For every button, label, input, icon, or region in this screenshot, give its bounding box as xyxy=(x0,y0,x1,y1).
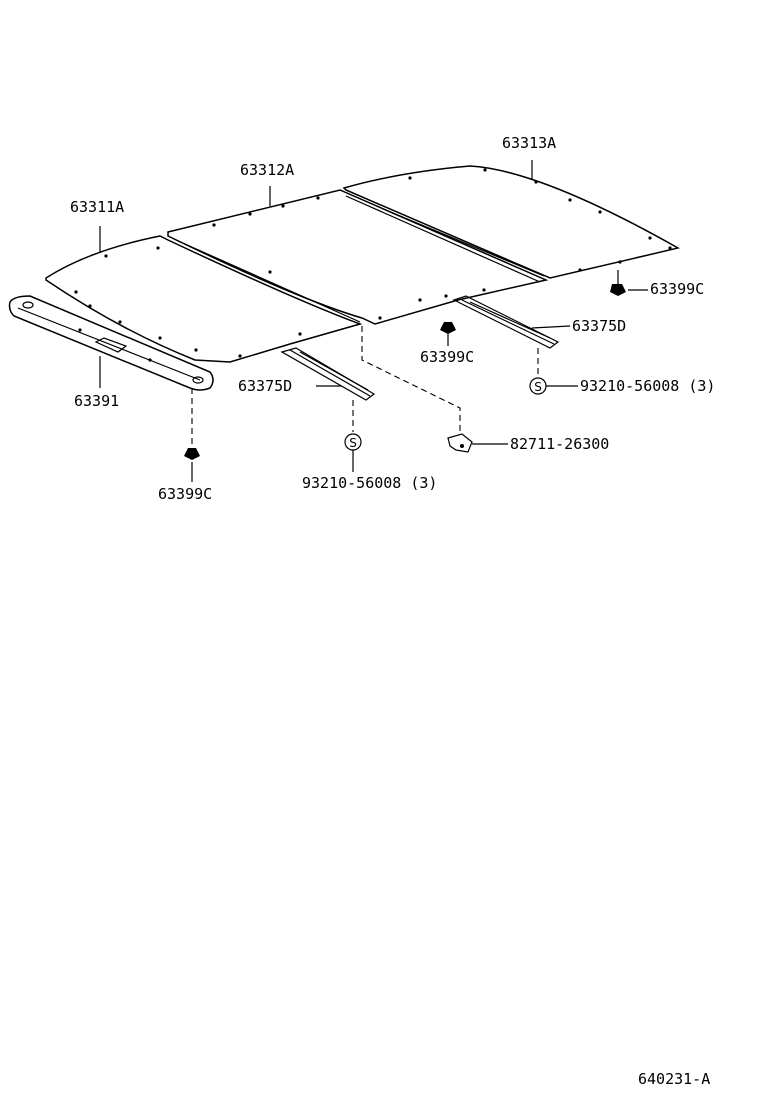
bracket-icon xyxy=(447,433,473,453)
clip-center-icon xyxy=(440,322,456,334)
screw-center-icon: S xyxy=(344,433,362,451)
label-roof-panel-center: 63312A xyxy=(240,161,294,179)
rail-right xyxy=(452,295,560,349)
screw-right-icon: S xyxy=(529,377,547,395)
label-roof-panel-front: 63311A xyxy=(70,198,124,216)
label-roof-panel-rear: 63313A xyxy=(502,134,556,152)
clip-front-icon xyxy=(184,448,200,460)
label-clip-center: 63399C xyxy=(420,348,474,366)
roof-panel-center xyxy=(167,189,549,325)
label-screw-right: 93210-56008 (3) xyxy=(580,377,715,395)
label-rail-center: 63375D xyxy=(238,377,292,395)
front-header-trim xyxy=(8,295,214,391)
rail-center xyxy=(280,347,376,401)
figure-code: 640231-A xyxy=(638,1070,710,1088)
label-rail-right: 63375D xyxy=(572,317,626,335)
dashed-lines xyxy=(191,326,539,446)
svg-text:S: S xyxy=(349,436,357,450)
label-front-header-trim: 63391 xyxy=(74,392,119,410)
label-clip-right: 63399C xyxy=(650,280,704,298)
label-bracket: 82711-26300 xyxy=(510,435,609,453)
roof-panel-front xyxy=(45,235,363,363)
label-clip-front: 63399C xyxy=(158,485,212,503)
label-screw-center: 93210-56008 (3) xyxy=(302,474,437,492)
clip-right-icon xyxy=(610,284,626,296)
svg-text:S: S xyxy=(534,380,542,394)
leader-lines xyxy=(99,160,648,482)
